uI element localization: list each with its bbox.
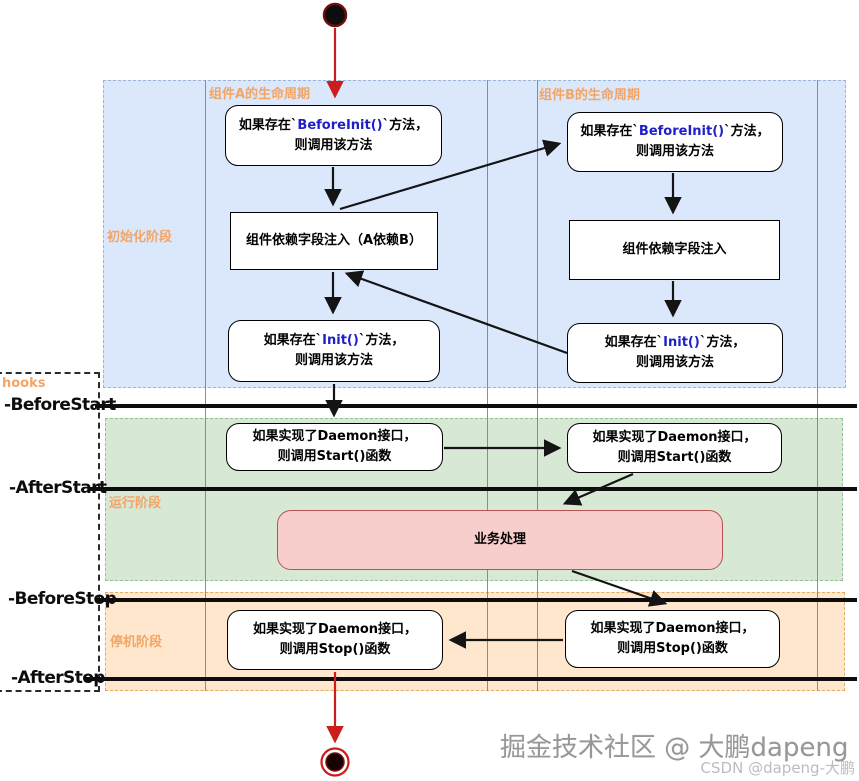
node-code-text: Init() — [322, 333, 359, 348]
node-text: 如果实现了Daemon接口， — [252, 622, 418, 637]
node-code-text: BeforeInit() — [297, 117, 383, 133]
lane-b-left-divider — [537, 80, 538, 691]
node-a-inject: 组件依赖字段注入（A依赖B） — [230, 212, 438, 270]
node-b-inject: 组件依赖字段注入 — [569, 220, 780, 280]
before-start-line — [95, 404, 857, 408]
node-text: 如果实现了Daemon接口， — [592, 430, 757, 445]
node-text: 如果存在` — [238, 117, 298, 133]
hooks-container — [0, 372, 100, 692]
after-start-line — [88, 487, 857, 491]
node-text: 组件依赖字段注入 — [622, 242, 727, 257]
node-text: 如果实现了Daemon接口， — [590, 621, 755, 636]
node-code-text: Init() — [663, 335, 700, 350]
hooks-title: hooks — [2, 376, 46, 391]
node-text: 则调用Stop()函数 — [279, 642, 391, 657]
node-text: 则调用Stop()函数 — [617, 641, 728, 656]
after-stop-line — [85, 677, 857, 681]
node-text: 则调用该方法 — [635, 144, 714, 159]
node-business: 业务处理 — [277, 510, 723, 570]
node-a-before-init: 如果存在`BeforeInit()`方法， 则调用该方法 — [225, 105, 442, 166]
node-a-start: 如果实现了Daemon接口， 则调用Start()函数 — [226, 423, 443, 471]
node-text: 则调用该方法 — [635, 355, 714, 370]
node-text: `方法， — [699, 335, 746, 350]
before-stop-line — [95, 598, 857, 602]
node-a-init: 如果存在`Init()`方法， 则调用该方法 — [228, 320, 440, 382]
node-text: 如果存在` — [263, 333, 323, 348]
after-start-label: -AfterStart — [9, 478, 107, 498]
end-node-ring — [320, 747, 350, 777]
lane-b-right-divider — [817, 80, 818, 691]
init-phase-label: 初始化阶段 — [107, 230, 173, 245]
node-text: `方法， — [382, 117, 429, 133]
node-text: 则调用该方法 — [294, 353, 373, 368]
node-b-start: 如果实现了Daemon接口， 则调用Start()函数 — [567, 423, 782, 473]
node-a-stop: 如果实现了Daemon接口， 则调用Stop()函数 — [227, 610, 443, 670]
node-text: 如果实现了Daemon接口， — [252, 429, 417, 444]
node-code-text: BeforeInit() — [638, 124, 725, 139]
node-b-before-init: 如果存在`BeforeInit()`方法， 则调用该方法 — [567, 112, 783, 172]
lane-a-left-divider — [205, 80, 206, 691]
node-text: 则调用该方法 — [294, 137, 373, 153]
node-text: 如果存在` — [604, 335, 664, 350]
node-b-init: 如果存在`Init()`方法， 则调用该方法 — [567, 323, 783, 383]
before-start-label: -BeforeStart — [4, 395, 116, 415]
node-text: 组件依赖字段注入（A依赖B） — [246, 233, 422, 248]
lane-b-title: 组件B的生命周期 — [539, 88, 640, 103]
stop-phase-label: 停机阶段 — [110, 635, 163, 650]
before-stop-label: -BeforeStop — [8, 589, 117, 609]
run-phase-label: 运行阶段 — [109, 496, 162, 511]
node-text: 业务处理 — [473, 532, 526, 547]
node-text: 如果存在` — [580, 124, 639, 139]
node-text: 则调用Start()函数 — [277, 449, 392, 464]
watermark-sub: CSDN @dapeng-大鹏 — [700, 759, 855, 777]
lane-a-right-divider — [487, 80, 488, 691]
start-node — [322, 2, 348, 28]
node-b-stop: 如果实现了Daemon接口， 则调用Stop()函数 — [565, 610, 780, 668]
node-text: 则调用Start()函数 — [617, 450, 732, 465]
end-node — [325, 752, 345, 772]
after-stop-label: -AfterStop — [11, 668, 105, 688]
watermark-main: 掘金技术社区 @ 大鹏dapeng — [500, 733, 849, 763]
node-text: `方法， — [358, 333, 405, 348]
node-text: `方法， — [724, 124, 770, 139]
lane-a-title: 组件A的生命周期 — [209, 87, 311, 102]
